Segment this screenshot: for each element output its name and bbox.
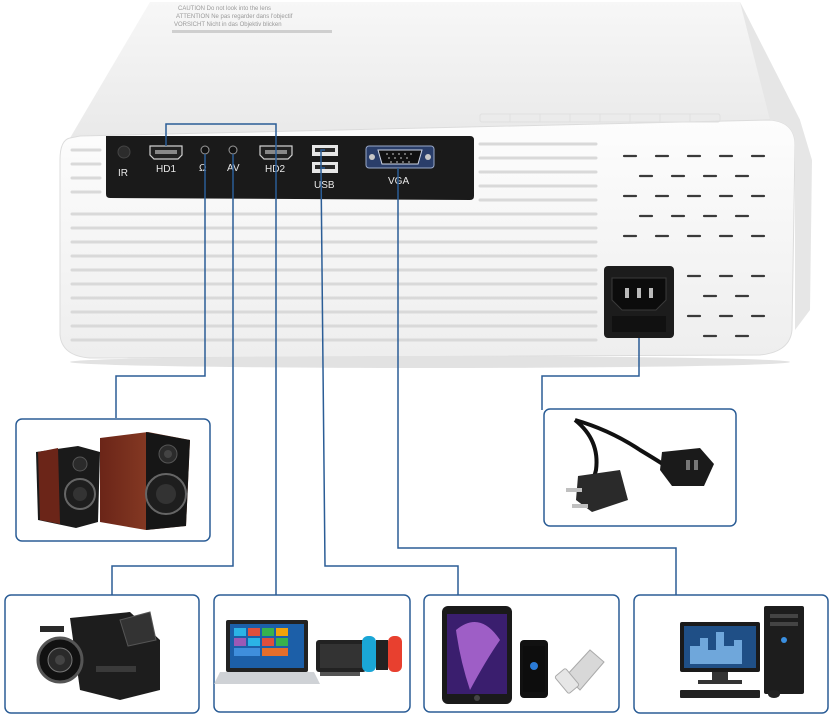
phone-icon [520, 640, 548, 698]
top-ridge [479, 113, 721, 123]
projector-shadow [70, 356, 790, 368]
projector-right-side [740, 2, 812, 330]
laptop-console-box [213, 594, 411, 713]
usb-label: USB [314, 180, 335, 191]
caution-line-2: ATTENTION Ne pas regarder dans l'objecti… [176, 14, 293, 20]
wire-usb-to-tablet [320, 149, 459, 596]
game-console-icon [316, 636, 402, 676]
camcorder-icon [36, 611, 160, 700]
hd1-label: HD1 [156, 164, 176, 175]
headphone-icon: Ω [199, 163, 207, 174]
desktop-box [633, 594, 829, 714]
camcorder-box [4, 594, 200, 714]
laptop-icon [214, 620, 320, 684]
connection-wires [111, 123, 677, 596]
hd2-label: HD2 [265, 164, 285, 175]
ir-label: IR [118, 168, 128, 179]
io-panel: IR HD1 Ω AV HD2 [106, 136, 474, 200]
caution-line-1: CAUTION Do not look into the lens [178, 6, 271, 12]
power-cord-icon [566, 418, 714, 512]
hdmi-1-port: HD1 [149, 145, 183, 175]
speakers-icon [36, 432, 190, 530]
projector-top [70, 2, 800, 138]
caution-line-3: VORSICHT Nicht in das Objektiv blicken [174, 22, 282, 28]
wire-av-to-camcorder [111, 154, 234, 596]
vent-grille-right [622, 154, 766, 338]
desktop-computer-icon [680, 606, 804, 698]
power-cord-box [543, 408, 737, 527]
wire-vga-to-desktop [397, 168, 677, 596]
vent-grille-left [70, 142, 598, 342]
tablet-icon [442, 606, 512, 704]
usb-drive-icon [554, 649, 605, 694]
ir-sensor: IR [117, 145, 131, 179]
wire-hdmi-to-laptop [165, 123, 277, 596]
mobile-devices-box [423, 594, 620, 713]
caution-line-4 [172, 30, 332, 33]
speakers-box [15, 418, 211, 542]
wire-headphone-to-speakers [115, 154, 206, 418]
projector: CAUTION Do not look into the lens ATTENT… [59, 2, 812, 368]
wire-power-to-cord [541, 338, 640, 410]
power-inlet [604, 266, 674, 338]
